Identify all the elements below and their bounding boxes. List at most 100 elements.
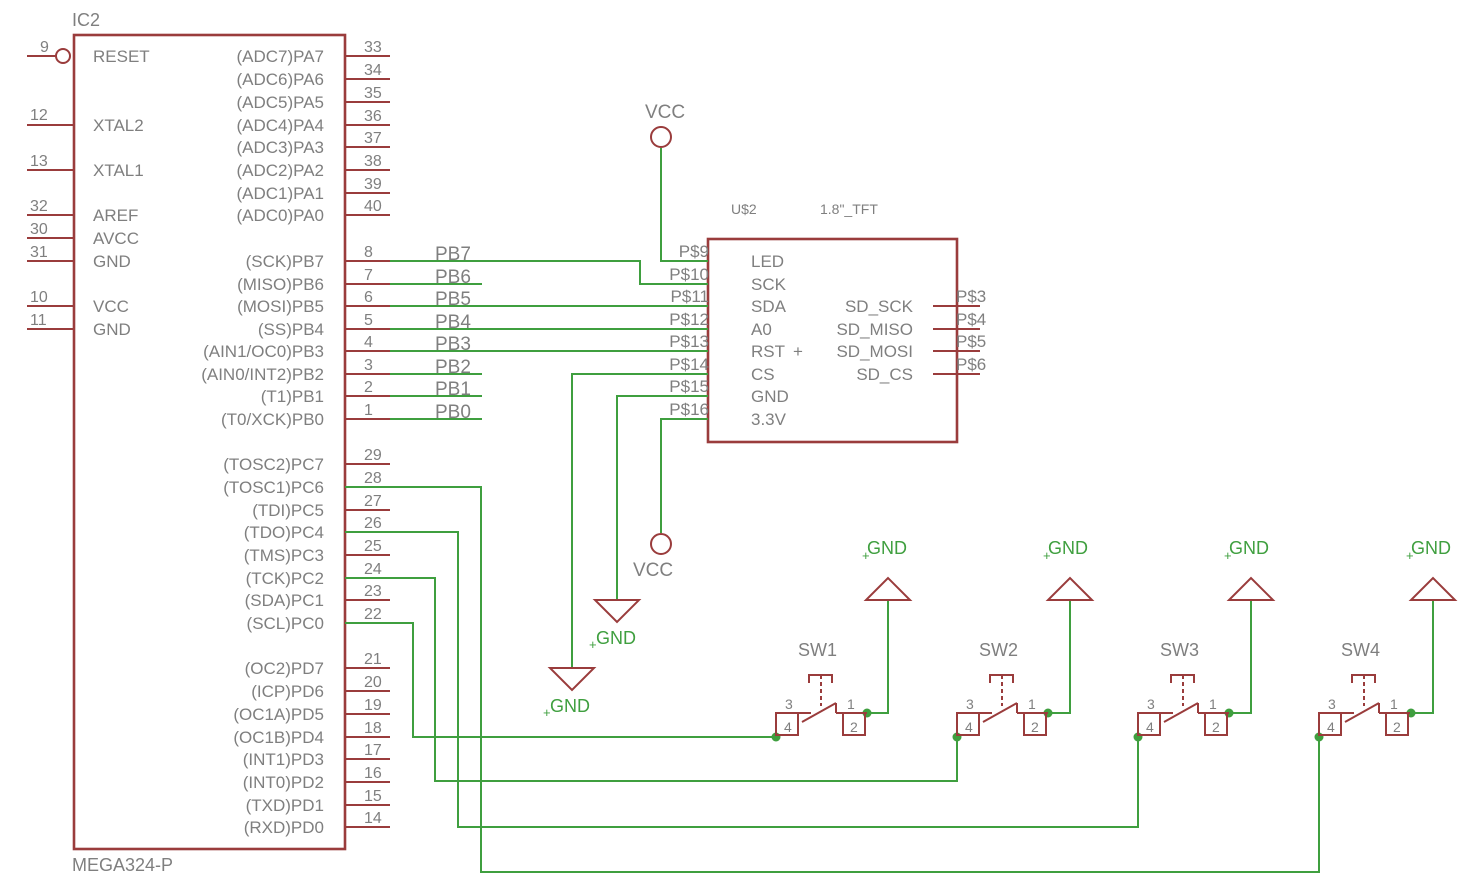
vcc-supply-bottom[interactable]: VCC (633, 533, 673, 581)
pin-name: (ADC1)PA1 (236, 184, 324, 203)
pin-name: (TDI)PC5 (252, 501, 324, 520)
pin-name: (SCK)PB7 (246, 252, 324, 271)
gnd-supply-sw2[interactable]: GND + (1043, 538, 1095, 601)
pin-num: 14 (364, 810, 382, 827)
gnd-label: GND (1229, 538, 1269, 558)
pin-name: (MOSI)PB5 (237, 297, 324, 316)
switch-pin-num: 3 (1147, 696, 1155, 712)
pad-label: P$11 (671, 287, 709, 306)
switch-pin-num: 4 (784, 719, 792, 735)
pin-name: (TXD)PD1 (246, 796, 324, 815)
pin-name: (ADC6)PA6 (236, 70, 324, 89)
pin-name: (TCK)PC2 (246, 569, 324, 588)
switch-label: SW1 (798, 640, 837, 660)
pin-name: SDA (751, 297, 787, 316)
gnd-supply-sw1[interactable]: GND + (862, 538, 913, 601)
pin-name: LED (751, 252, 784, 271)
pin-num: 36 (364, 108, 382, 125)
switch-pin-num: 2 (1031, 719, 1039, 735)
pin-name: (OC2)PD7 (245, 659, 324, 678)
switch-pin-num: 1 (1028, 696, 1036, 712)
pad-label: P$6 (956, 355, 986, 374)
pad-label: P$4 (956, 310, 986, 329)
vcc-circle-icon (650, 533, 672, 555)
ground-symbol-icon (1045, 576, 1095, 601)
pad-label: P$12 (669, 310, 709, 329)
switch-pin-box (956, 712, 980, 736)
vcc-label: VCC (645, 102, 685, 123)
switch-pin-num: 2 (1393, 719, 1401, 735)
pin-num: 22 (364, 606, 382, 623)
pin-num: 25 (364, 538, 382, 555)
switch-pin-num: 1 (847, 696, 855, 712)
pin-name: RST (751, 342, 785, 361)
pin-num: 40 (364, 198, 382, 215)
switch-pin-box (1137, 712, 1161, 736)
ic2-symbol[interactable]: IC2 MEGA324-P 9 RESET 12 XTAL2 13 XTAL1 … (27, 10, 390, 875)
pin-num: 18 (364, 720, 382, 737)
net-label: PB5 (435, 289, 471, 310)
pin-num: 10 (30, 289, 48, 306)
pin-name: SD_MOSI (836, 342, 913, 361)
u2-ref: U$2 (731, 201, 757, 217)
pin-name: SCK (751, 275, 787, 294)
pin-num: 37 (364, 130, 382, 147)
pin-num: 17 (364, 742, 382, 759)
pin-num: 1 (364, 402, 373, 419)
vcc-supply-top[interactable]: VCC (645, 102, 685, 148)
switch-pin-box (775, 712, 799, 736)
gnd-label: GND (1048, 538, 1088, 558)
pin-num: 35 (364, 85, 382, 102)
pin-name: (AIN1/OC0)PB3 (203, 342, 324, 361)
pin-name: (ADC7)PA7 (236, 47, 324, 66)
gnd-supply-sw3[interactable]: GND + (1224, 538, 1276, 601)
pin-name: AVCC (93, 229, 139, 248)
gnd-supply-a[interactable]: GND + (543, 667, 597, 720)
ground-symbol-icon (592, 599, 642, 624)
pin-num: 24 (364, 561, 382, 578)
pin-name: SD_MISO (836, 320, 913, 339)
ground-symbol-icon (863, 576, 913, 601)
svg-text:+: + (862, 548, 870, 563)
pin-num: 9 (40, 39, 49, 56)
pin-num: 19 (364, 697, 382, 714)
u2-left-pins: P$9LEDP$10SCKP$11SDAP$12A0P$13RSTP$14CSP… (663, 242, 789, 429)
pin-num: 7 (364, 267, 373, 284)
gnd-label: GND (1411, 538, 1451, 558)
switch-lever-icon (982, 702, 1018, 723)
switch-pin-num: 1 (1390, 696, 1398, 712)
pin-num: 31 (30, 244, 48, 261)
gnd-label: GND (550, 696, 590, 716)
pin-name: (RXD)PD0 (244, 818, 324, 837)
pad-label: P$5 (956, 332, 986, 351)
pin-num: 3 (364, 357, 373, 374)
net-label: PB3 (435, 334, 471, 355)
pin-name: GND (93, 320, 131, 339)
ic2-left-pins: 9 RESET 12 XTAL2 13 XTAL1 32 AREF 30 AVC… (27, 39, 150, 339)
pin-num: 34 (364, 62, 382, 79)
pin-num: 8 (364, 244, 373, 261)
ic2-body (72, 33, 347, 851)
pad-label: P$16 (669, 400, 709, 419)
pin-num: 20 (364, 674, 382, 691)
pin-name: (ADC5)PA5 (236, 93, 324, 112)
switch-label: SW3 (1160, 640, 1199, 660)
ic2-right-pins: 33(ADC7)PA734(ADC6)PA635(ADC5)PA536(ADC4… (201, 39, 390, 837)
pad-label: P$13 (669, 332, 709, 351)
gnd-supply-sw4[interactable]: GND + (1406, 538, 1458, 601)
pin-name: (TMS)PC3 (244, 546, 324, 565)
gnd-supply-b[interactable]: GND + (589, 599, 642, 652)
pin-num: 4 (364, 334, 373, 351)
switch-label: SW4 (1341, 640, 1380, 660)
u2-tft-symbol[interactable]: U$2 1.8"_TFT P$9LEDP$10SCKP$11SDAP$12A0P… (663, 201, 986, 444)
switch-label: SW2 (979, 640, 1018, 660)
pin-num: 38 (364, 153, 382, 170)
pin-name: XTAL1 (93, 161, 144, 180)
